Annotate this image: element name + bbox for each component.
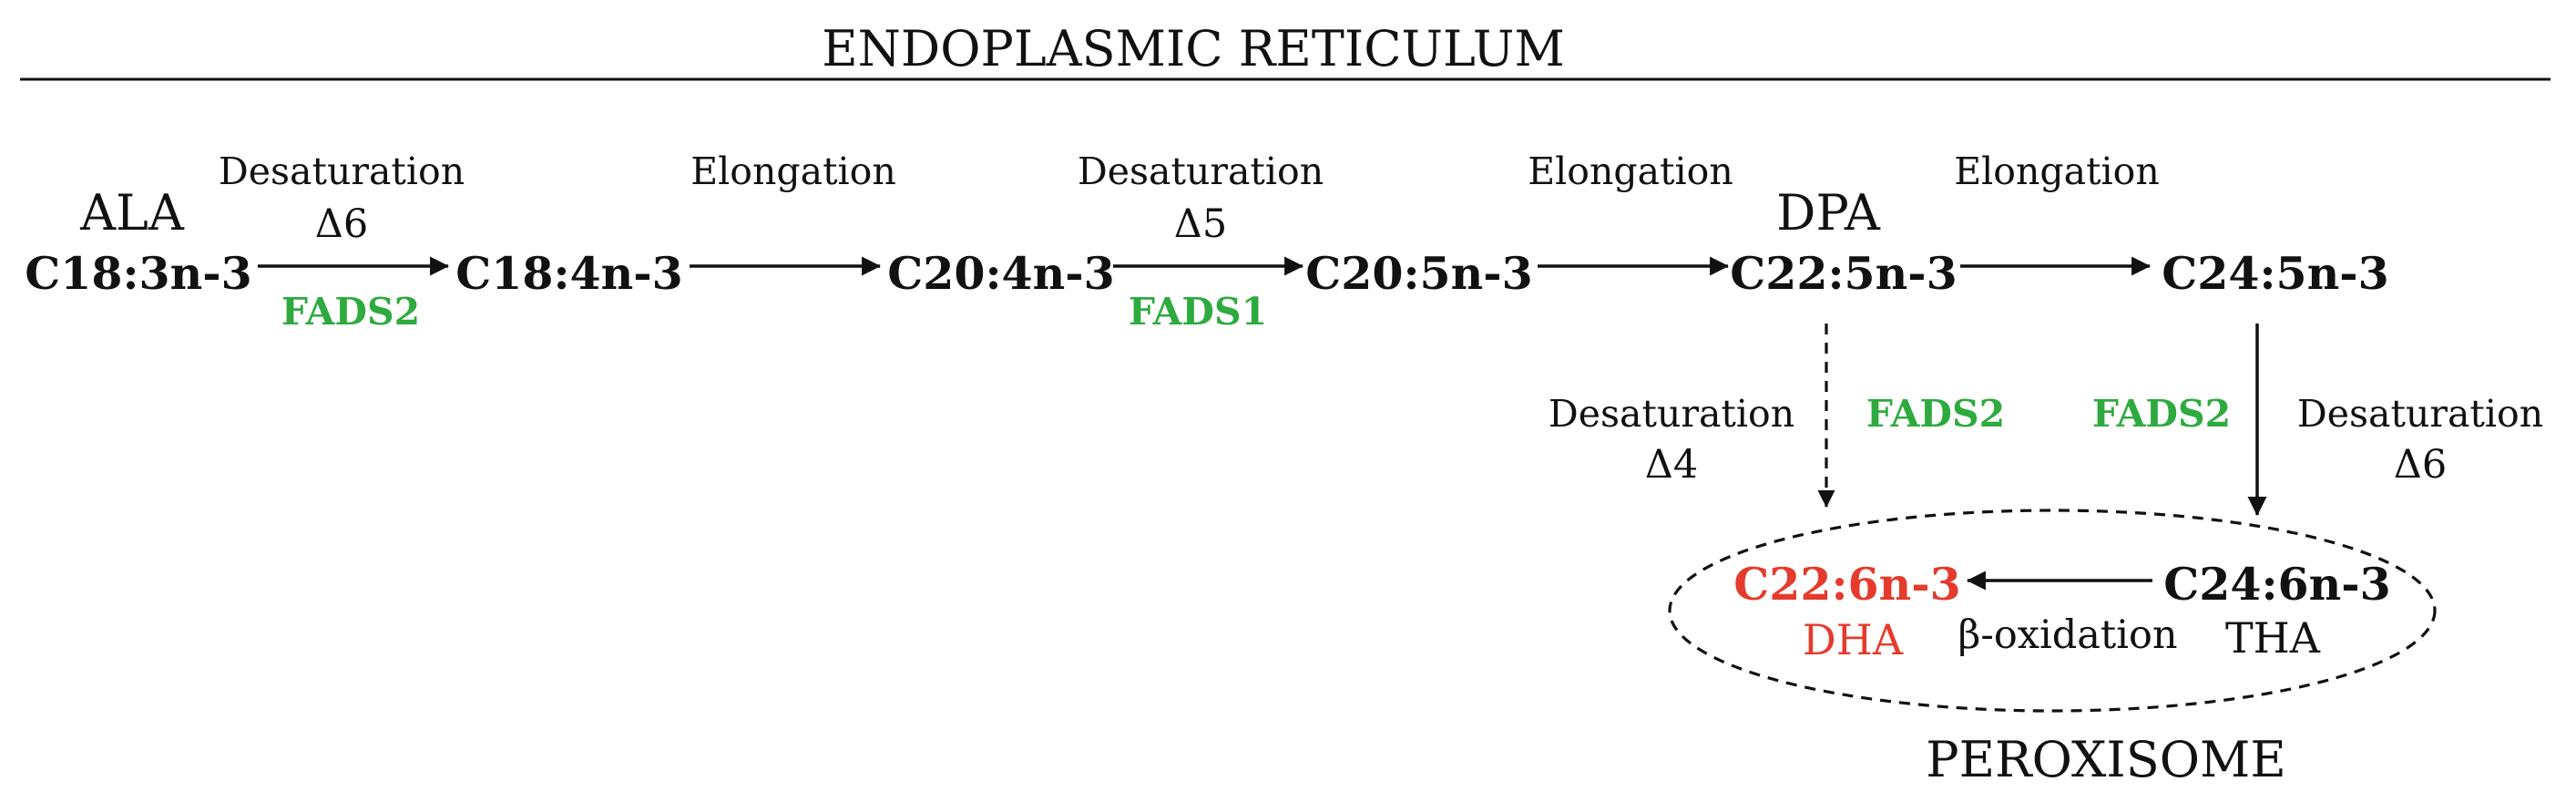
step4-process: Elongation xyxy=(1528,149,1733,193)
compound-c20-5: C20:5n-3 xyxy=(1305,247,1532,300)
compound-c22-5: C22:5n-3 xyxy=(1730,247,1957,300)
compound-c24-5: C24:5n-3 xyxy=(2162,247,2388,300)
abbr-dpa: DPA xyxy=(1776,184,1881,242)
compound-c18-4: C18:4n-3 xyxy=(455,247,682,300)
compartment-peroxisome: PEROXISOME xyxy=(1926,731,2285,788)
compound-c24-6: C24:6n-3 xyxy=(2163,558,2390,611)
step3-delta: Δ5 xyxy=(1174,201,1227,247)
abbr-dha: DHA xyxy=(1803,615,1904,664)
step7-delta: Δ6 xyxy=(2394,442,2447,488)
step1-delta: Δ6 xyxy=(315,201,368,247)
step3-process: Desaturation xyxy=(1078,149,1324,193)
step1-enzyme: FADS2 xyxy=(281,290,420,334)
step1-process: Desaturation xyxy=(219,149,465,193)
peroxisome-ellipse xyxy=(1668,509,2437,713)
step8-process: β-oxidation xyxy=(1958,612,2177,658)
step6-enzyme: FADS2 xyxy=(1866,392,2005,436)
step6-delta: Δ4 xyxy=(1645,442,1698,488)
step3-enzyme: FADS1 xyxy=(1129,290,1267,334)
abbr-ala: ALA xyxy=(79,184,185,242)
step7-enzyme: FADS2 xyxy=(2092,392,2231,436)
compound-c20-4: C20:4n-3 xyxy=(887,247,1114,300)
step5-process: Elongation xyxy=(1954,149,2160,193)
compound-c22-6: C22:6n-3 xyxy=(1733,558,1960,611)
compound-c18-3: C18:3n-3 xyxy=(25,247,251,300)
abbr-tha: THA xyxy=(2225,613,2321,663)
step2-process: Elongation xyxy=(690,149,896,193)
step6-process: Desaturation xyxy=(1549,392,1794,436)
step7-process: Desaturation xyxy=(2297,392,2543,436)
compartment-title: ENDOPLASMIC RETICULUM xyxy=(822,20,1564,77)
